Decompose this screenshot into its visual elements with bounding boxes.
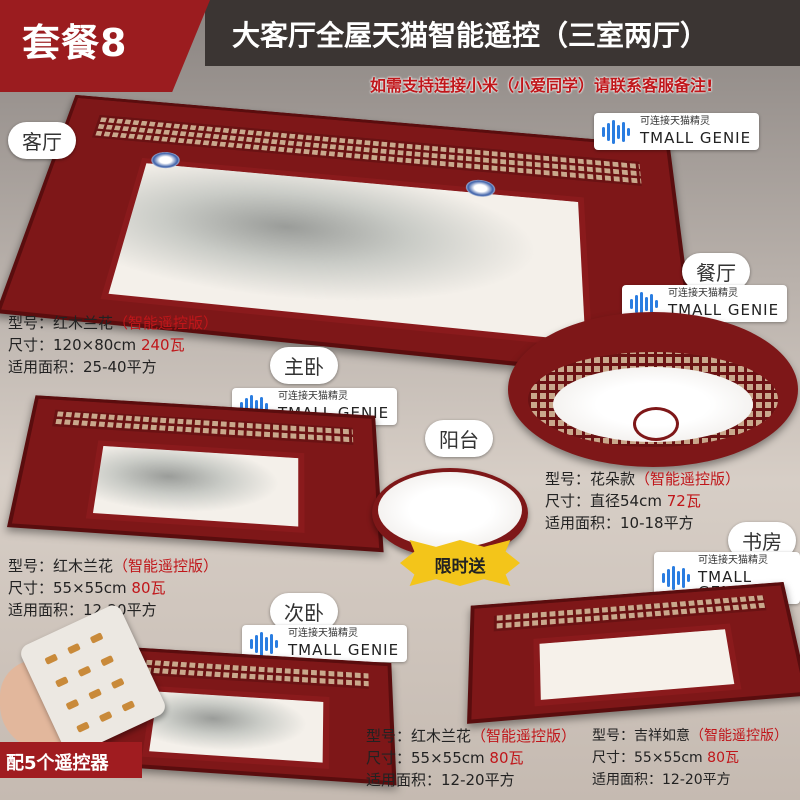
tmall-genie-icon [630,291,660,316]
dining-room-lamp [508,312,798,467]
tmall-genie-icon [250,631,280,656]
package-label: 套餐8 [22,21,128,65]
promo-badge: 限时送 [400,540,520,586]
room-tag-dining: 餐厅 [682,253,750,290]
tmall-cn-label: 可连接天猫精灵 [698,555,768,566]
tmall-cn-label: 可连接天猫精灵 [278,391,348,402]
header-bar [205,0,800,66]
tmall-genie-icon [240,394,270,419]
tmall-en-label: TMALL GENIE [668,301,780,319]
spec-master: 型号：红木兰花（智能遥控版） 尺寸：55×55cm 80瓦 适用面积：12-20… [8,557,219,619]
spec-second: 型号：红木兰花（智能遥控版） 尺寸：55×55cm 80瓦 适用面积：12-20… [366,727,577,789]
page-title: 大客厅全屋天猫智能遥控（三室两厅） [232,19,709,52]
tmall-cn-label: 可连接天猫精灵 [668,288,738,299]
spec-dining: 型号：花朵款（智能遥控版） 尺寸：直径54cm 72瓦 适用面积：10-18平方 [545,470,741,532]
tmall-genie-icon [602,119,632,144]
room-tag-second: 次卧 [270,593,338,630]
tmall-cn-label: 可连接天猫精灵 [640,116,710,127]
spec-study: 型号：吉祥如意（智能遥控版） 尺寸：55×55cm 80瓦 适用面积：12-20… [592,728,788,788]
remote-note-label: 配5个遥控器 [6,753,109,774]
room-tag-balcony: 阳台 [425,420,493,457]
room-tag-master: 主卧 [270,347,338,384]
tmall-cn-label: 可连接天猫精灵 [288,628,358,639]
promo-label: 限时送 [434,557,486,577]
remote-note: 配5个遥控器 [0,742,142,778]
spec-living: 型号：红木兰花（智能遥控版） 尺寸：120×80cm 240瓦 适用面积：25-… [8,314,219,376]
room-tag-living: 客厅 [8,122,76,159]
page-subtitle: 如需支持连接小米（小爱同学）请联系客服备注! [370,76,714,95]
tmall-badge-living: 可连接天猫精灵 TMALL GENIE [594,113,760,150]
tmall-genie-icon [662,566,690,590]
study-lamp [467,581,800,724]
package-badge: 套餐8 [0,0,210,92]
tmall-en-label: TMALL GENIE [640,129,752,147]
master-bedroom-lamp [6,395,384,553]
tmall-en-label: TMALL GENIE [288,641,400,659]
